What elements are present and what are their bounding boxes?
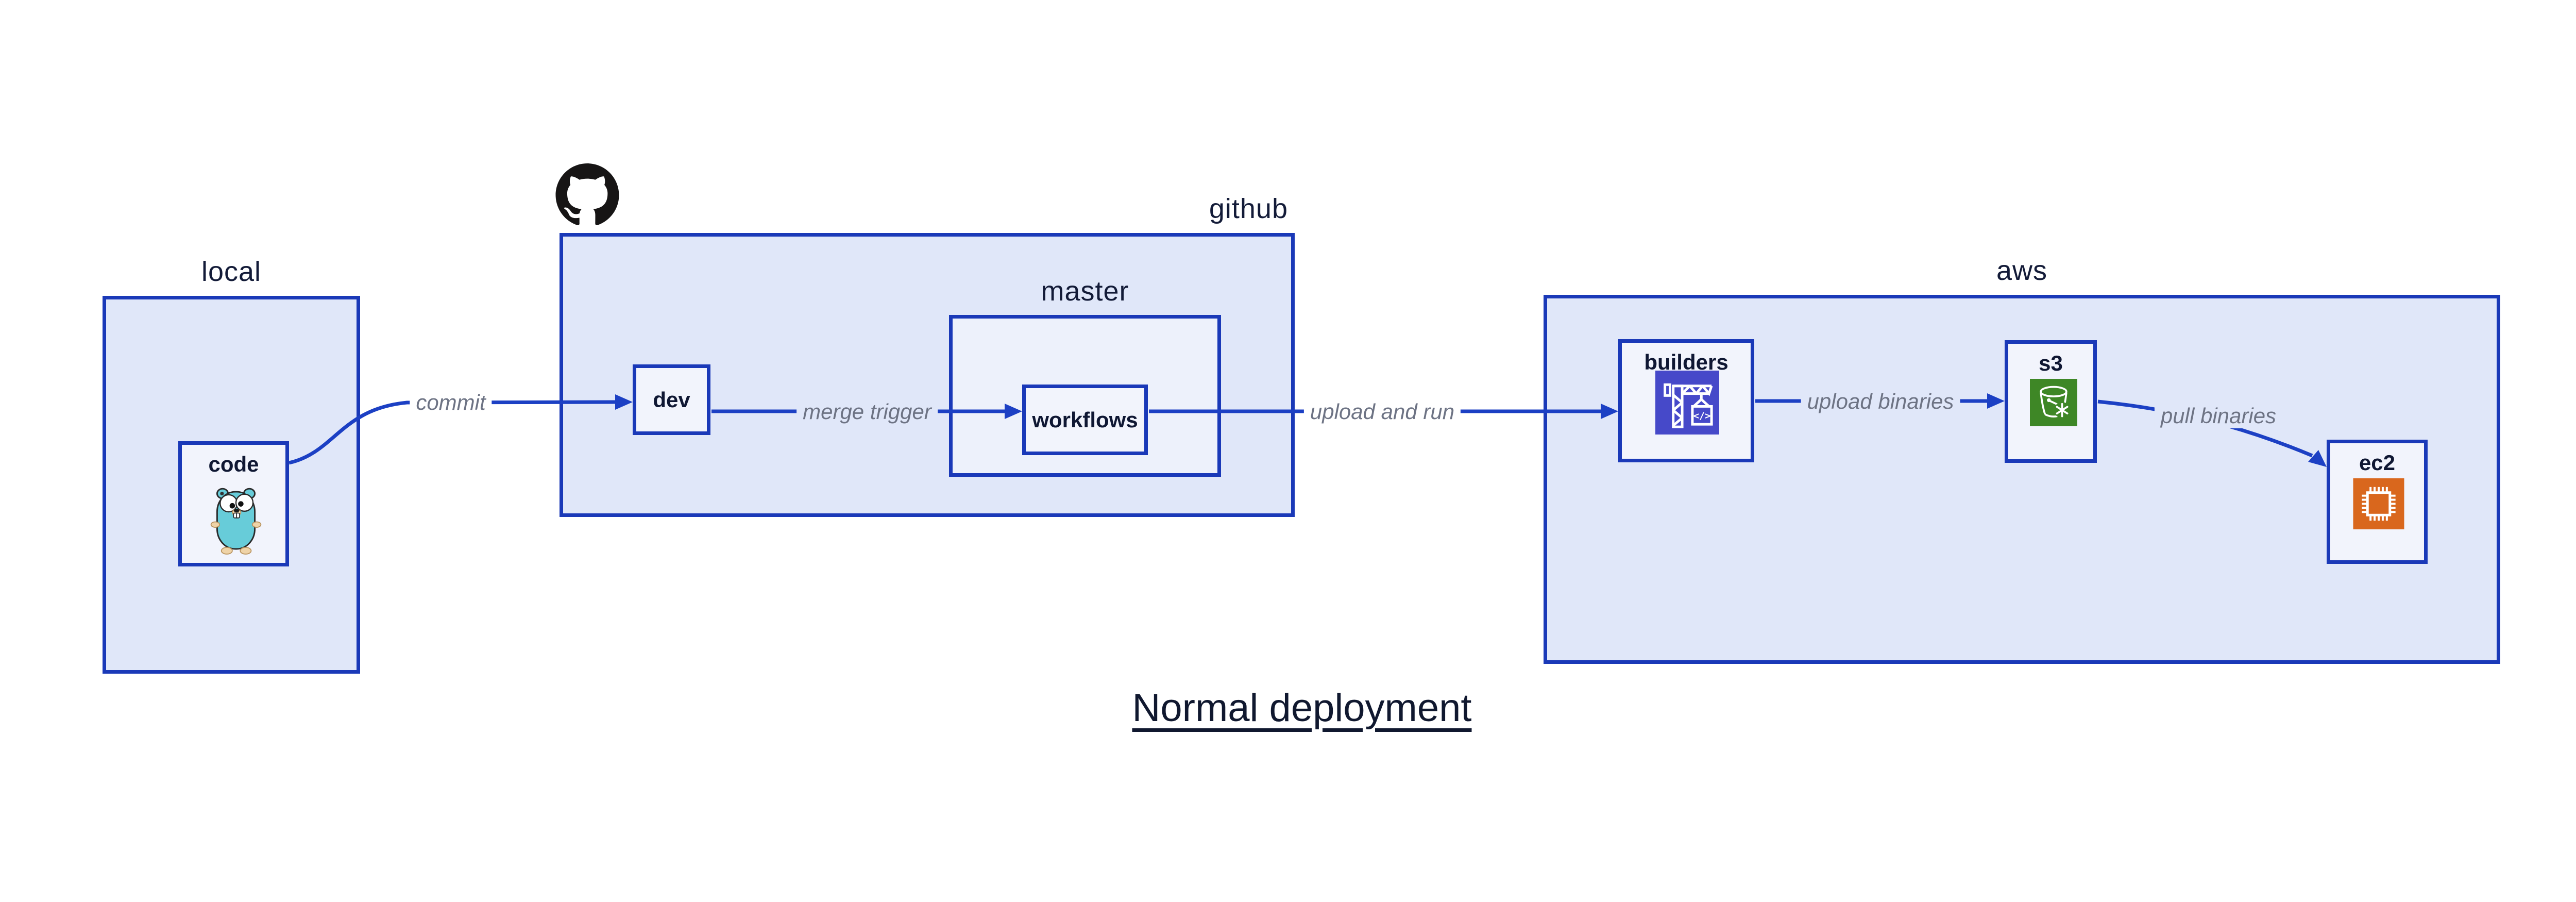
- github-octocat-icon: [555, 163, 619, 225]
- edge-label-pull-binaries: pull binaries: [2154, 404, 2283, 428]
- container-github-label: github: [1209, 193, 1288, 224]
- builders-code-glyph: </>: [1693, 411, 1711, 422]
- node-dev: dev: [633, 364, 710, 435]
- container-local-label: local: [201, 256, 262, 287]
- node-ec2: ec2: [2327, 440, 2428, 564]
- edge-label-commit: commit: [410, 390, 492, 415]
- node-builders: builders </>: [1618, 339, 1754, 462]
- node-builders-label: builders: [1644, 350, 1728, 374]
- container-aws-label: aws: [1996, 255, 2048, 286]
- edge-label-upload-and-run: upload and run: [1303, 399, 1461, 424]
- codebuild-crane-icon: </>: [1655, 371, 1719, 435]
- node-s3: s3: [2005, 340, 2097, 463]
- s3-bucket-icon: [2030, 379, 2077, 426]
- edge-label-merge-trigger: merge trigger: [796, 399, 938, 424]
- go-gopher-icon: [210, 488, 262, 555]
- node-workflows-label: workflows: [1032, 407, 1138, 432]
- edge-label-upload-binaries: upload binaries: [1801, 389, 1960, 414]
- container-master-label: master: [1041, 276, 1129, 307]
- node-s3-label: s3: [2039, 351, 2063, 375]
- node-ec2-label: ec2: [2359, 450, 2396, 475]
- node-dev-label: dev: [653, 387, 690, 412]
- diagram-title: Normal deployment: [1132, 686, 1472, 730]
- node-workflows: workflows: [1022, 385, 1148, 455]
- node-code: code: [178, 441, 289, 566]
- node-code-label: code: [208, 452, 259, 476]
- ec2-chip-icon: [2353, 478, 2404, 529]
